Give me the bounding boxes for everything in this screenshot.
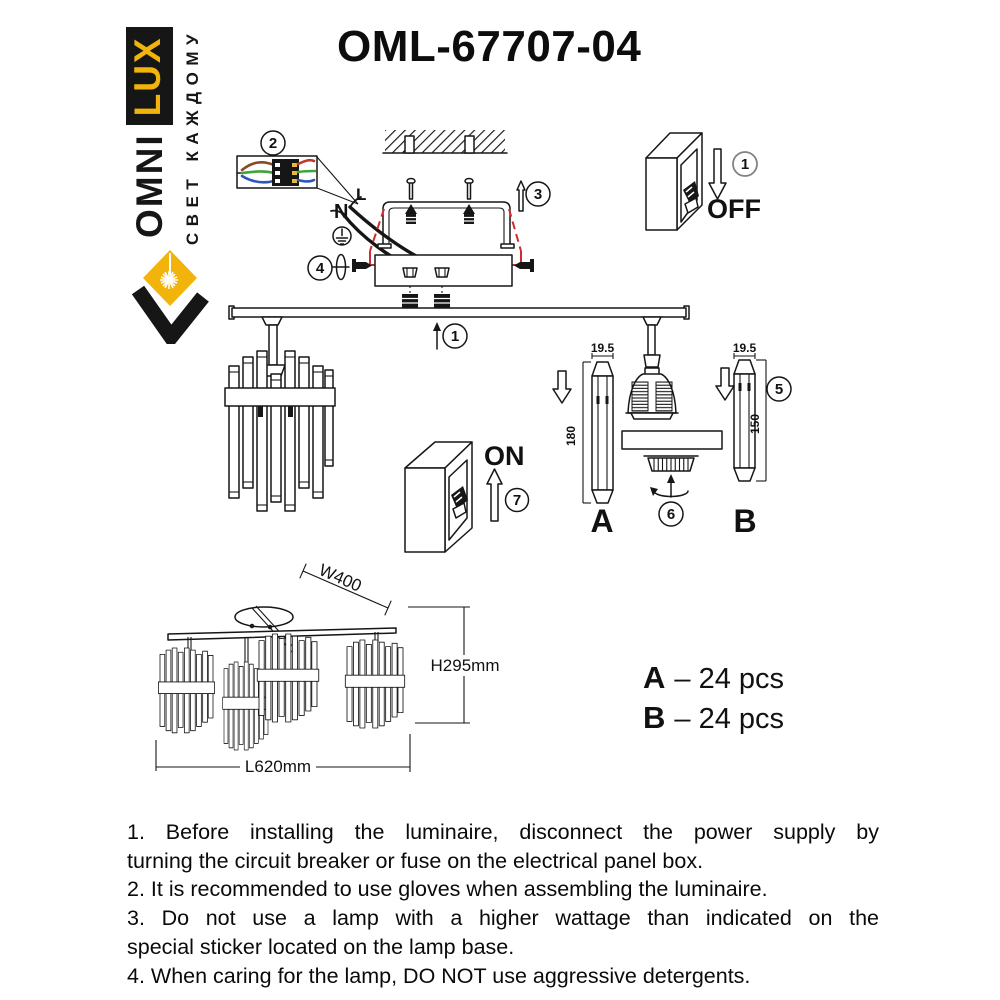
part-a-crystal: 19.5 180 A [552,341,615,539]
pendant-exploded-view: 6 [621,316,723,527]
part-a-label: A [590,503,613,539]
dimension-l620: L620mm [155,734,411,776]
step4-canopy-plate: 4 [307,253,534,308]
parts-list-row-a: A – 24 pcs [643,660,784,700]
threaded-ring [643,455,699,472]
instruction-line: 4. When caring for the lamp, DO NOT use … [127,963,751,988]
part-b-width-dim: 19.5 [733,341,757,355]
on-label: ON [484,441,525,471]
step-number: 6 [667,506,675,523]
part-a-letter: A [643,660,666,695]
step3-mounting-bracket: 3 [369,177,551,266]
overview-drawing [158,605,406,751]
part-b-letter: B [643,700,666,735]
arrow-down-icon [715,367,735,401]
step7-power-on-switch: ON 7 [404,441,530,553]
step-number: 1 [451,328,459,345]
assembled-shade [224,316,336,512]
part-a-width-dim: 19.5 [591,341,615,355]
ground-icon [332,226,352,246]
height-dim-label: H295mm [431,656,500,675]
part-a-height-dim: 180 [564,426,578,446]
ceiling-hatching [382,130,508,154]
arrow-up-icon [516,180,526,212]
instruction-line: turning the circuit breaker or fuse on t… [127,848,704,873]
shade-ring [621,430,723,450]
rotate-icon [650,474,689,498]
part-b-label: B [733,503,756,539]
step-number: 5 [775,381,783,398]
parts-list-row-b: B – 24 pcs [643,700,784,740]
bracket-screws [405,177,475,224]
parts-quantity-list: A – 24 pcs B – 24 pcs [643,660,784,740]
part-b-qty: – 24 pcs [674,703,785,735]
length-dim-label: L620mm [245,757,311,776]
safety-instructions: 1. Before installing the luminaire, disc… [127,818,879,990]
dimension-w400: W400 [299,560,392,616]
arrow-down-icon [708,148,727,200]
part-b-crystal: 19.5 150 5 B [715,341,792,539]
off-label: OFF [707,194,761,224]
fixture-bar: 1 [228,305,690,350]
model-number-title: OML-67707-04 [337,22,642,71]
width-dim-label: W400 [316,560,364,595]
threaded-posts [402,294,450,308]
live-label: L [356,185,366,204]
arrow-up-icon [486,468,503,522]
part-a-qty: – 24 pcs [674,663,785,695]
step-number: 4 [316,260,325,277]
instruction-line: 2. It is recommended to use gloves when … [127,877,768,902]
cable-bushings [402,267,450,278]
instruction-line: 3. Do not use a lamp with a higher watta… [127,906,879,931]
step1-power-off-switch: 1 OFF [645,132,761,231]
side-screw-left [352,259,372,272]
part-b-height-dim: 150 [748,414,762,434]
arrow-down-icon [552,370,572,404]
instruction-line: 1. Before installing the luminaire, disc… [127,820,879,844]
brand-diamond-icon [131,250,209,344]
instruction-line: special sticker located on the lamp base… [127,934,515,959]
dimension-h295: H295mm [408,606,506,724]
step-number: 7 [513,492,521,509]
step-number: 1 [741,156,749,173]
arrow-up-icon [433,322,441,331]
washer-icon [332,253,350,281]
side-screw-right [514,259,534,272]
step-number: 3 [534,186,542,203]
step-number: 2 [269,135,277,152]
